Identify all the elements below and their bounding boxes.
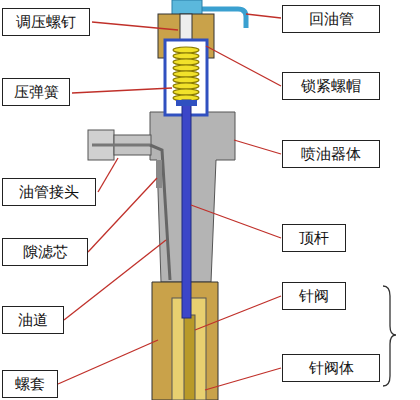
adjust-screw: [180, 14, 192, 40]
leader-line: [88, 178, 157, 252]
slot-filter: [156, 160, 162, 188]
label-box: 针阀: [282, 282, 346, 310]
leader-line: [191, 205, 281, 238]
part-name: 隙滤芯: [23, 242, 68, 262]
label-box: 油道: [2, 306, 64, 334]
spring-coil: [173, 77, 199, 83]
spring-coil: [173, 47, 199, 53]
push-rod: [182, 100, 191, 318]
pressure-spring: [173, 47, 199, 101]
part-name: 调压螺钉: [16, 12, 76, 32]
label-box: 调压螺钉: [2, 8, 90, 36]
leader-line: [58, 340, 158, 384]
injector-body: [150, 112, 235, 282]
part-name: 针阀体: [309, 358, 354, 378]
label-box: 喷油器体: [282, 140, 380, 168]
part-name: 油道: [18, 310, 48, 330]
spring-coil: [173, 65, 199, 71]
oil-passage: [150, 145, 170, 280]
leader-line: [205, 368, 281, 390]
part-name: 螺套: [15, 374, 45, 394]
leader-line: [206, 46, 281, 86]
part-name: 针阀: [299, 286, 329, 306]
bracket: [383, 286, 396, 386]
leader-line: [195, 296, 281, 330]
label-box: 隙滤芯: [2, 238, 88, 266]
part-name: 油管接头: [19, 182, 79, 202]
part-name: 压弹簧: [14, 82, 59, 102]
part-name: 回油管: [309, 9, 354, 29]
part-name: 喷油器体: [301, 144, 361, 164]
label-box: 顶杆: [282, 224, 346, 252]
spring-coil: [173, 83, 199, 89]
leader-line: [92, 22, 178, 30]
leader-line: [98, 158, 118, 192]
part-name: 顶杆: [299, 228, 329, 248]
spring-chamber: [165, 40, 207, 115]
label-box: 针阀体: [282, 354, 380, 382]
spring-coil: [173, 53, 199, 59]
label-box: 回油管: [282, 5, 380, 33]
needle-valve: [184, 315, 195, 400]
label-box: 螺套: [2, 370, 58, 398]
inlet-bore: [92, 144, 150, 147]
leader-line: [246, 14, 281, 18]
leader-line: [72, 88, 172, 93]
spring-coil: [173, 89, 199, 95]
spring-coil: [173, 71, 199, 77]
leader-line: [234, 140, 281, 154]
label-box: 压弹簧: [2, 78, 70, 106]
label-box: 油管接头: [2, 178, 96, 206]
label-box: 锁紧螺帽: [282, 72, 380, 100]
part-name: 锁紧螺帽: [301, 76, 361, 96]
spring-coil: [173, 59, 199, 65]
spring-seat: [176, 100, 197, 106]
